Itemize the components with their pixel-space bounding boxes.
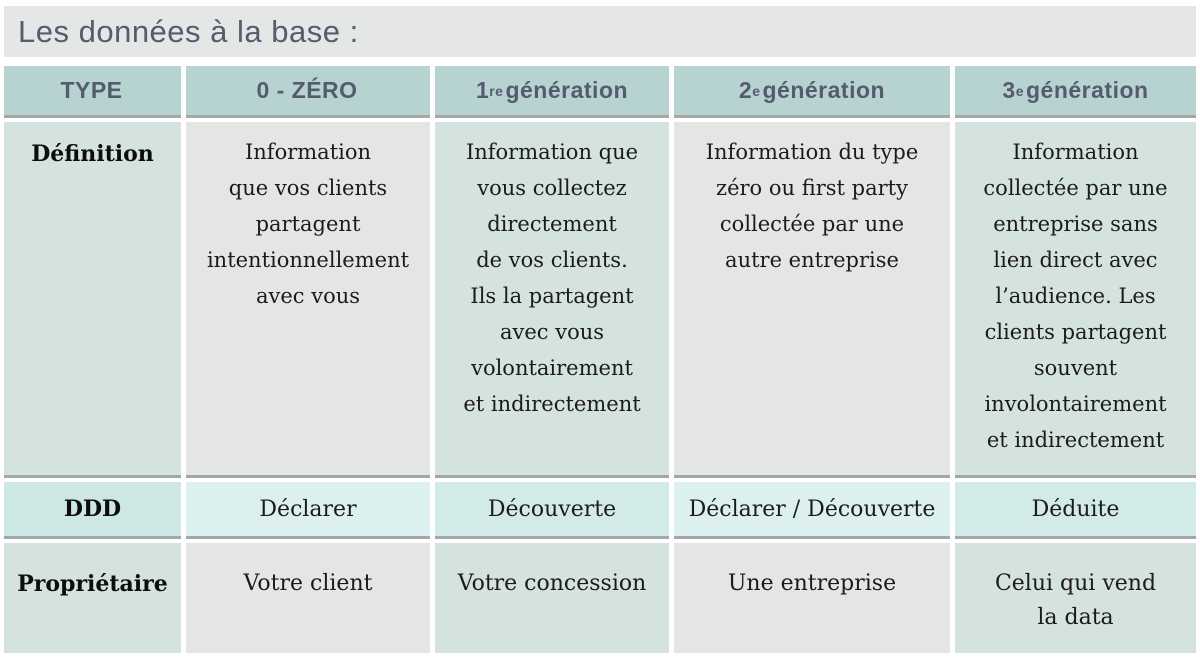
header-label-rest: génération xyxy=(505,77,629,103)
cell-ddd-gen2: Déclarer / Découverte xyxy=(674,482,950,539)
row-label-definition: Définition xyxy=(4,122,181,478)
header-label-rest: génération xyxy=(1026,77,1149,103)
header-label-rest: génération xyxy=(762,77,886,103)
cell-definition-gen1: Information que vous collectez directeme… xyxy=(435,122,669,478)
cell-proprietaire-gen1: Votre concession xyxy=(435,543,669,653)
header-cell-type: TYPE xyxy=(4,66,181,118)
title-bar: Les données à la base : xyxy=(4,6,1196,57)
row-label-proprietaire: Propriétaire xyxy=(4,543,181,653)
cell-definition-gen2: Information du type zéro ou first party … xyxy=(674,122,950,478)
cell-definition-gen3: Information collectée par une entreprise… xyxy=(955,122,1196,478)
header-label: 0 - ZÉRO xyxy=(256,77,358,103)
header-cell-zero: 0 - ZÉRO xyxy=(186,66,430,118)
cell-proprietaire-gen2: Une entreprise xyxy=(674,543,950,653)
header-label: 3 xyxy=(1002,77,1016,103)
cell-definition-zero: Information que vos clients partagent in… xyxy=(186,122,430,478)
cell-ddd-zero: Déclarer xyxy=(186,482,430,539)
header-label: 1 xyxy=(475,77,490,103)
cell-proprietaire-zero: Votre client xyxy=(186,543,430,653)
cell-proprietaire-gen3: Celui qui vend la data xyxy=(955,543,1196,653)
page-title: Les données à la base : xyxy=(18,13,359,49)
cell-ddd-gen1: Découverte xyxy=(435,482,669,539)
header-label: 2 xyxy=(738,77,753,103)
cell-ddd-gen3: Déduite xyxy=(955,482,1196,539)
header-label: TYPE xyxy=(60,77,123,103)
row-label-ddd: DDD xyxy=(4,482,181,539)
